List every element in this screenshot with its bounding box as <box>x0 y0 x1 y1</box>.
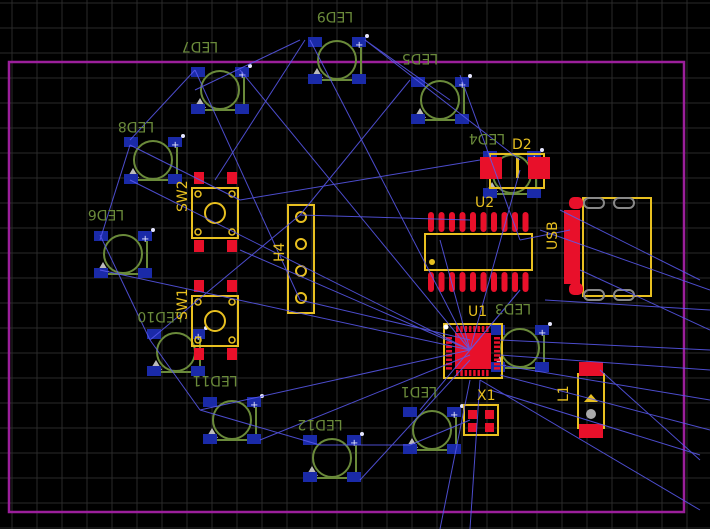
svg-text:+: + <box>171 140 179 151</box>
label-led9: LED9 <box>317 8 353 24</box>
led-footprint[interactable]: + <box>124 134 185 184</box>
silk-labels: LED9 LED7 LED5 LED8 LED4 LED6 LED10 LED3… <box>88 8 572 432</box>
label-sw2: SW2 <box>175 180 191 212</box>
label-sw1: SW1 <box>175 288 191 320</box>
led-footprint[interactable]: + <box>303 432 364 482</box>
label-x1: X1 <box>477 388 496 404</box>
switch-sw1[interactable] <box>191 280 239 360</box>
svg-text:+: + <box>538 328 546 339</box>
label-led10: LED10 <box>137 308 182 324</box>
label-d2: D2 <box>512 137 532 153</box>
crystal-x1[interactable] <box>463 404 499 436</box>
led-footprint[interactable]: + <box>203 394 264 444</box>
svg-text:+: + <box>250 400 258 411</box>
diode-d2[interactable] <box>480 153 550 189</box>
label-h4: H4 <box>272 242 288 262</box>
label-led12: LED12 <box>297 416 342 432</box>
label-led3: LED3 <box>495 300 531 316</box>
svg-text:+: + <box>450 410 458 421</box>
label-u2: U2 <box>475 195 494 211</box>
label-l1: L1 <box>556 385 572 402</box>
svg-text:+: + <box>141 234 149 245</box>
label-led4: LED4 <box>469 130 505 146</box>
label-led5: LED5 <box>402 50 438 66</box>
label-led7: LED7 <box>182 38 218 54</box>
svg-text:+: + <box>238 70 246 81</box>
svg-text:+: + <box>458 80 466 91</box>
board-outline <box>7 60 686 514</box>
label-usb: USB <box>545 221 561 250</box>
led-footprint[interactable]: + <box>191 64 252 114</box>
svg-text:+: + <box>355 40 363 51</box>
usb-connector[interactable] <box>564 197 652 301</box>
label-led11: LED11 <box>192 372 237 388</box>
ratsnest <box>99 39 710 529</box>
label-led6: LED6 <box>88 206 124 222</box>
label-led1: LED1 <box>401 383 437 399</box>
chip-u2[interactable] <box>424 212 533 292</box>
svg-text:+: + <box>350 438 358 449</box>
label-led8: LED8 <box>118 118 154 134</box>
led-footprint[interactable]: + <box>308 34 369 84</box>
label-u1: U1 <box>468 304 487 320</box>
